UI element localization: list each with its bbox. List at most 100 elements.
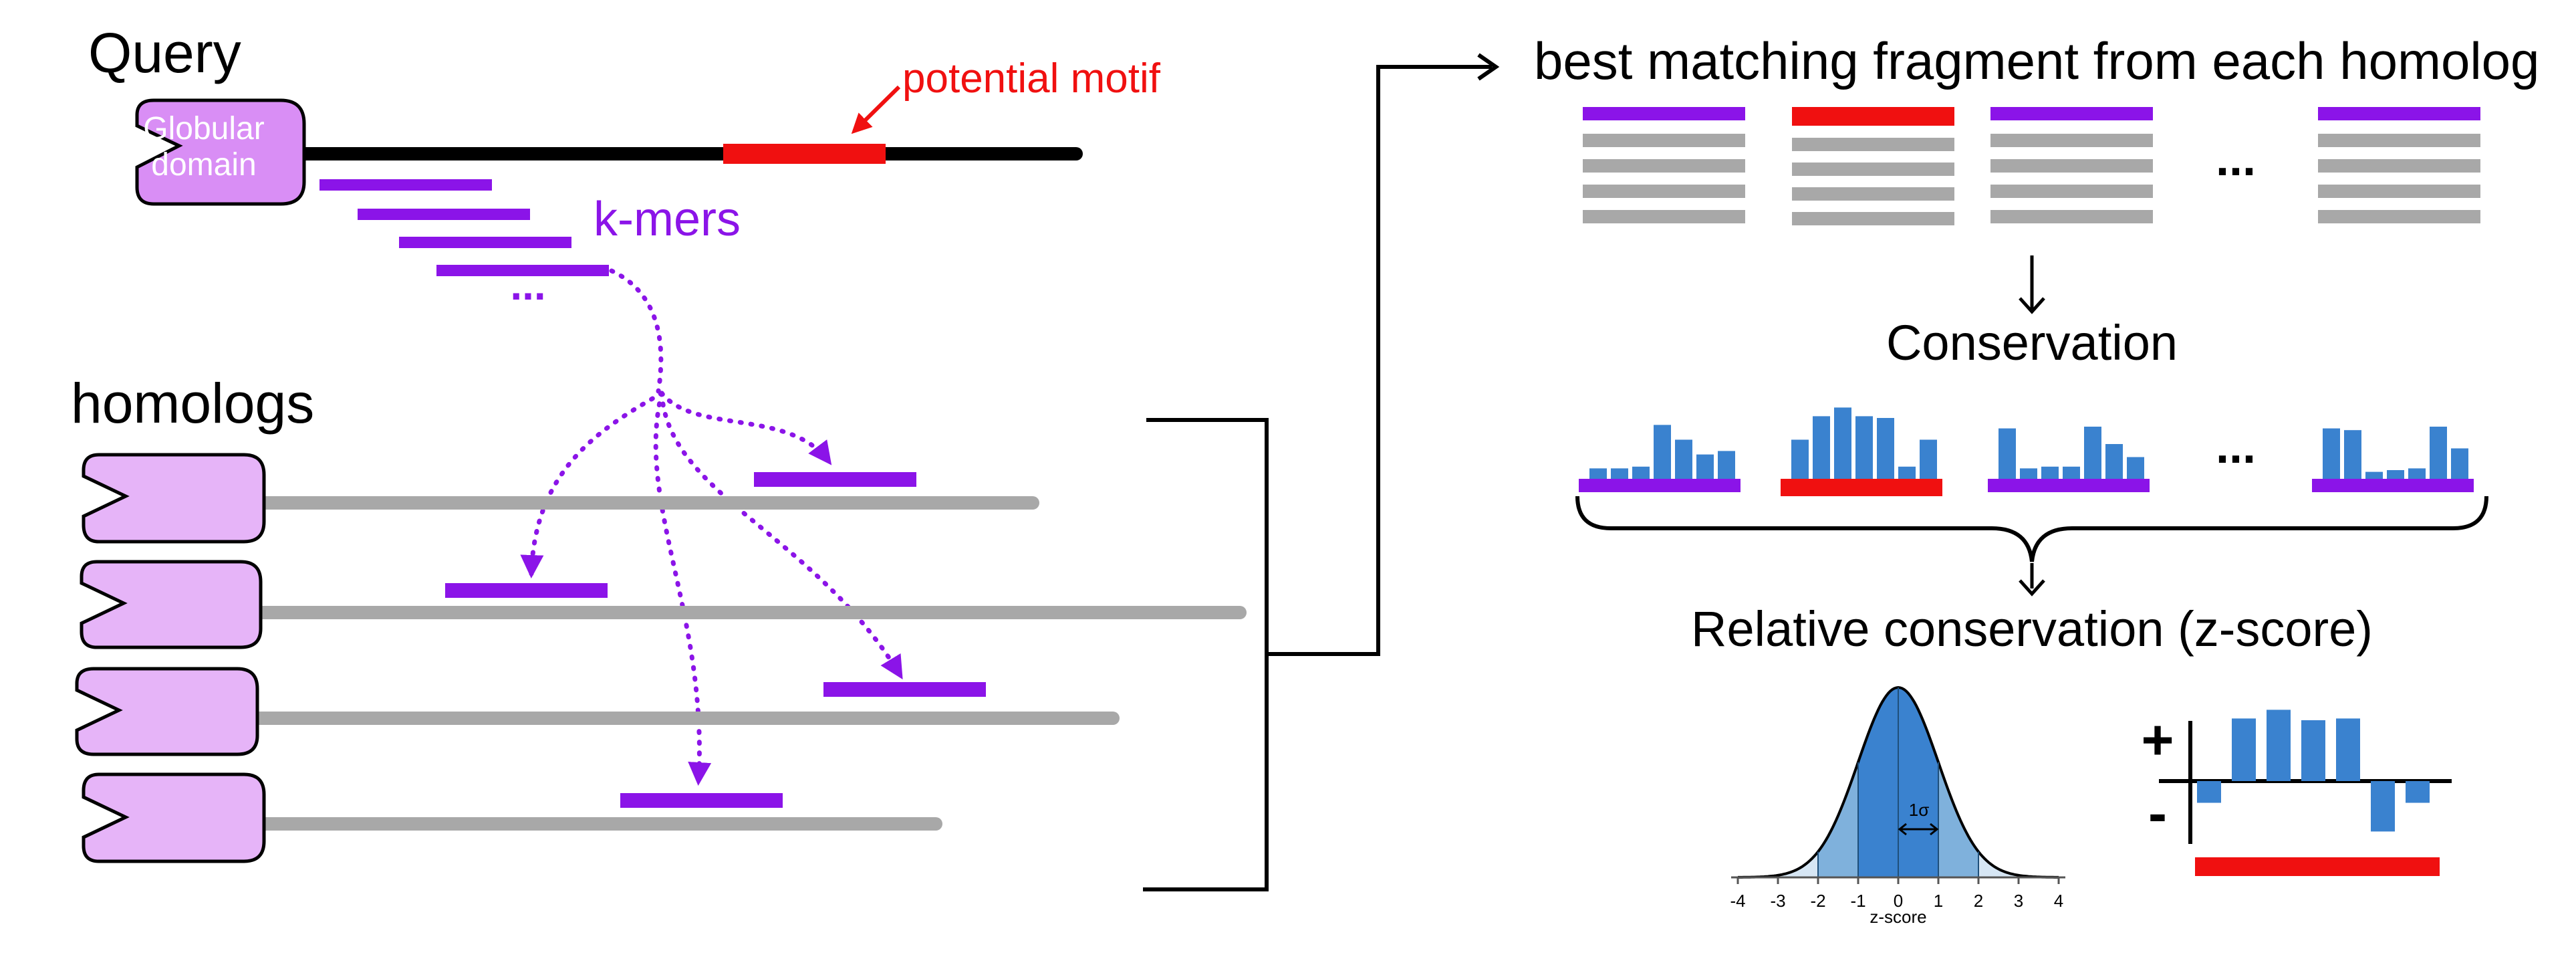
potential-motif-label: potential motif	[902, 56, 1161, 102]
zscore-tick-label: 1	[1934, 891, 1943, 911]
conservation-bar	[2451, 448, 2468, 479]
query-motif-segment	[723, 144, 886, 164]
conservation-bar	[2430, 427, 2447, 479]
conservation-bar	[1696, 454, 1714, 479]
best-matching-title: best matching fragment from each homolog	[1534, 31, 2539, 90]
homolog-match-fragment	[823, 682, 986, 697]
conservation-bar	[1654, 425, 1671, 479]
homolog-fragment-bar	[1792, 187, 1954, 201]
domain-label-line2: domain	[151, 147, 256, 183]
fragment-alignment-blocks	[1583, 107, 2480, 225]
normal-curve	[1738, 685, 2059, 879]
homolog-fragment-bar	[1792, 212, 1954, 225]
homolog-globular-domain	[82, 772, 266, 863]
conservation-bar	[1920, 439, 1937, 479]
relative-conservation-chart: + -	[2141, 708, 2452, 876]
homologs-label: homologs	[71, 372, 314, 435]
potential-motif-arrow	[851, 85, 901, 134]
homolog-fragment-bar	[1990, 134, 2153, 147]
conservation-bar	[1611, 468, 1628, 479]
homolog-match-fragment	[445, 583, 608, 598]
relative-bar	[2232, 718, 2256, 781]
conservation-base-motif	[1781, 479, 1942, 496]
relative-bar	[2197, 781, 2221, 803]
search-path-homolog4	[653, 391, 712, 786]
conservation-bar	[1718, 451, 1735, 479]
query-protein: Globular domain	[135, 98, 1083, 206]
conservation-bar	[2408, 468, 2426, 479]
homolog-globular-domain	[75, 667, 259, 756]
kmers-label: k-mers	[594, 193, 741, 246]
relative-bar	[2267, 710, 2291, 781]
query-fragment-bar	[1990, 107, 2153, 120]
search-path-homolog1	[659, 391, 832, 465]
conservation-bar	[2084, 427, 2101, 479]
search-path-homolog3	[659, 391, 903, 679]
homolog-fragment-bar	[2318, 159, 2480, 173]
homolog-match-fragment	[754, 472, 916, 487]
homolog-2	[80, 560, 1247, 649]
conservation-bar	[2020, 468, 2037, 479]
homolog-fragment-bar	[1792, 138, 1954, 151]
relative-motif-bar	[2195, 857, 2440, 876]
conservation-base	[1988, 479, 2150, 492]
conservation-bar	[2041, 466, 2059, 479]
conservation-bar	[1999, 428, 2016, 479]
conservation-bar	[1675, 439, 1692, 479]
conservation-bar	[2365, 471, 2383, 479]
search-path-main	[609, 268, 664, 394]
zscore-tick-label: -4	[1730, 891, 1745, 911]
query-fragment-bar	[2318, 107, 2480, 120]
relative-bar	[2336, 718, 2360, 781]
down-arrow-head	[2019, 297, 2045, 314]
conservation-bar	[2323, 428, 2340, 479]
homolog-fragment-bar	[1990, 210, 2153, 223]
zscore-tick-label: 2	[1974, 891, 1983, 911]
search-path-homolog2	[520, 391, 664, 578]
fragments-ellipsis: ...	[2216, 132, 2256, 186]
zscore-tick-label: -1	[1850, 891, 1865, 911]
conservation-bar	[1632, 466, 1650, 479]
conservation-base	[2312, 479, 2474, 492]
relative-bar	[2406, 781, 2430, 803]
connector-arrowhead	[1477, 53, 1500, 81]
kmer-bar	[399, 237, 571, 248]
homolog-globular-domain	[80, 560, 263, 649]
conservation-title: Conservation	[1886, 315, 2178, 370]
conservation-bar	[1791, 439, 1809, 479]
homolog-fragment-bar	[1990, 159, 2153, 173]
conservation-bar	[1855, 416, 1873, 479]
conservation-bar	[1834, 407, 1851, 479]
relative-bar	[2371, 781, 2395, 832]
curly-brace	[1575, 496, 2488, 562]
conservation-bar	[2127, 457, 2144, 479]
homolog-fragment-bar	[1792, 163, 1954, 176]
homolog-1	[82, 453, 1039, 544]
kmer-bar	[436, 265, 609, 276]
conservation-base	[1579, 479, 1741, 492]
one-sigma-arrow-left-head	[1898, 823, 1907, 836]
conservation-bar	[2063, 466, 2080, 479]
kmer-bar	[319, 179, 492, 191]
query-fragment-bar-motif	[1792, 107, 1954, 126]
conservation-bar	[2387, 470, 2404, 479]
relative-bar	[2301, 720, 2325, 781]
homolog-4	[82, 772, 942, 863]
plus-label: +	[2141, 708, 2174, 771]
homolog-fragment-bar	[1583, 159, 1745, 173]
conservation-bar-groups	[1579, 407, 2474, 496]
conservation-bar	[1898, 466, 1916, 479]
conservation-bar	[2105, 444, 2123, 479]
kmer-stack: ...	[319, 179, 609, 309]
minus-label: -	[2148, 782, 2167, 845]
query-fragment-bar	[1583, 107, 1745, 120]
homolog-match-fragment	[620, 793, 783, 808]
zscore-tick-label: 0	[1894, 891, 1903, 911]
query-globular-domain	[135, 98, 306, 206]
one-sigma-arrow-right-head	[1930, 823, 1939, 836]
homolog-fragment-bar	[1583, 210, 1745, 223]
conservation-bar	[1813, 416, 1830, 479]
